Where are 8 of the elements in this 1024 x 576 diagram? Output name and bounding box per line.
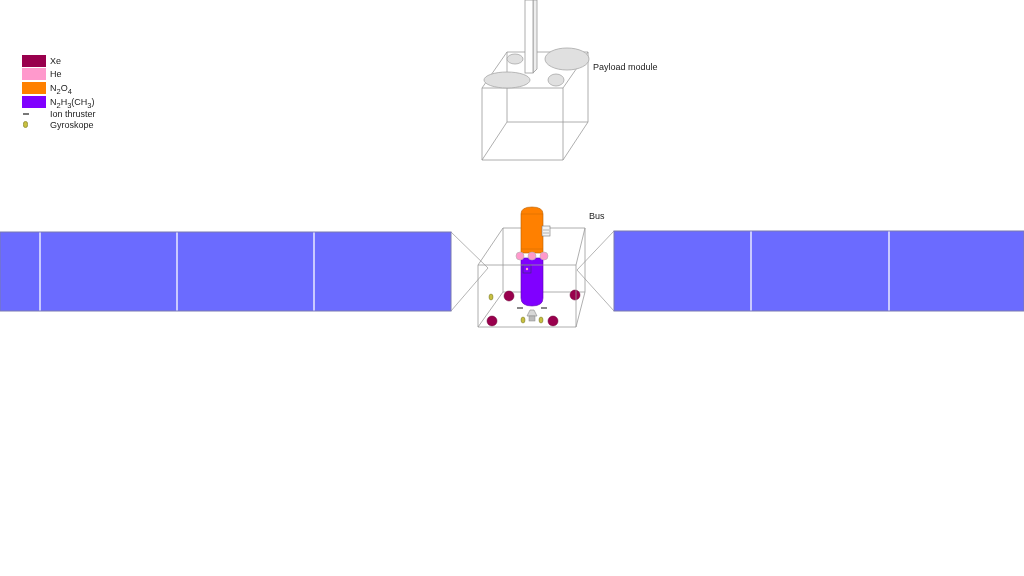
- legend-label: Ion thruster: [50, 109, 96, 120]
- legend-label: Gyroskope: [50, 120, 94, 131]
- legend-label: N$_{2}$H$_{3}$(CH$_{3}$): [50, 97, 95, 110]
- legend-label: He: [50, 69, 62, 80]
- legend-label: Xe: [50, 56, 61, 67]
- part-label: Bus: [589, 211, 605, 222]
- part-label: Payload module: [593, 62, 658, 73]
- legend-label: N$_{2}$O$_{4}$: [50, 83, 72, 97]
